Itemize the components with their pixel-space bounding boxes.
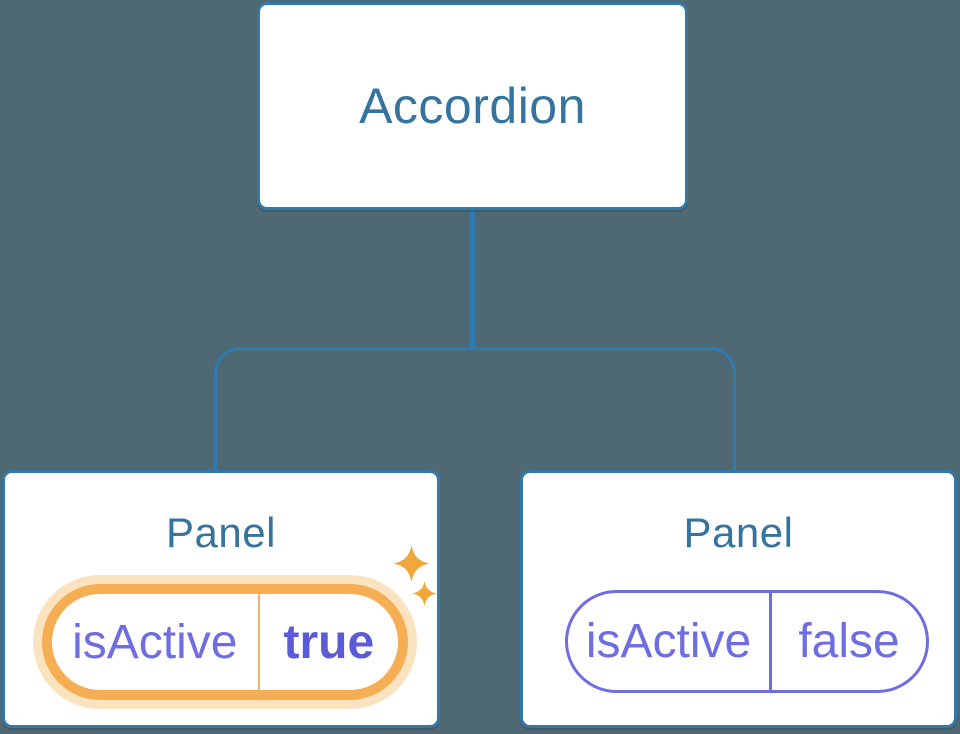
sparkle-icon xyxy=(393,545,430,582)
accordion-label: Accordion xyxy=(359,78,586,134)
prop-pill-inactive: isActive false xyxy=(565,590,929,693)
prop-name-cell: isActive xyxy=(52,594,260,690)
prop-pill-active: isActive true xyxy=(42,584,408,700)
sparkle-icon-small xyxy=(412,581,437,606)
panel-node-active: Panel isActive true xyxy=(2,470,440,728)
prop-value-cell: true xyxy=(260,594,398,690)
prop-value: false xyxy=(798,615,900,668)
prop-name: isActive xyxy=(585,615,752,668)
panel-label: Panel xyxy=(683,509,794,556)
connector-stem xyxy=(470,209,475,349)
accordion-node: Accordion xyxy=(257,2,688,210)
prop-name: isActive xyxy=(72,615,238,669)
panel-label: Panel xyxy=(166,509,276,556)
prop-name-cell: isActive xyxy=(568,593,773,690)
prop-value: true xyxy=(283,615,375,669)
connector-bracket xyxy=(214,347,736,473)
active-prop-highlight: isActive true xyxy=(33,575,417,709)
panel-node-inactive: Panel isActive false xyxy=(520,470,957,728)
prop-value-cell: false xyxy=(772,593,926,690)
